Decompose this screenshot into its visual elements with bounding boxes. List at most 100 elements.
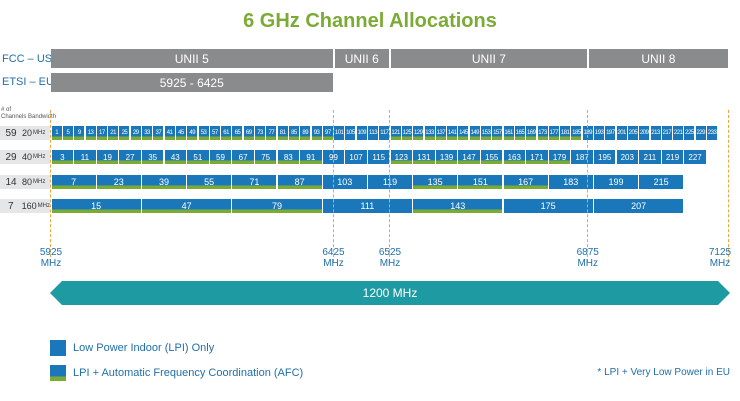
channels-bandwidth-header: # of Channels Bandwidth [1, 107, 56, 121]
channel-40mhz-107: 107 [345, 150, 367, 164]
channel-20mhz-93: 93 [311, 126, 322, 140]
channel-80mhz-183: 183 [548, 175, 593, 189]
channel-40mhz-115: 115 [368, 150, 390, 164]
channel-40mhz-211: 211 [639, 150, 661, 164]
channel-bandwidth: 80 [22, 177, 33, 187]
channel-20mhz-5: 5 [62, 126, 73, 140]
fcc-band-unii-5: UNII 5 [51, 49, 333, 68]
marker-unit: MHz [323, 258, 344, 269]
channel-20mhz-173: 173 [537, 126, 548, 140]
fcc-band-unii-7: UNII 7 [391, 49, 587, 68]
marker-value: 6425 [322, 247, 345, 258]
channel-160mhz-143: 143 [413, 199, 503, 213]
channel-40mhz-83: 83 [277, 150, 299, 164]
channel-20mhz-201: 201 [616, 126, 627, 140]
footnote: * LPI + Very Low Power in EU [597, 367, 730, 378]
channel-40mhz-35: 35 [142, 150, 164, 164]
channel-40mhz-155: 155 [481, 150, 503, 164]
channel-20mhz-117: 117 [379, 126, 390, 140]
channel-20mhz-125: 125 [401, 126, 412, 140]
channel-40mhz-43: 43 [164, 150, 186, 164]
span-arrow [50, 281, 730, 305]
channel-20mhz-137: 137 [435, 126, 446, 140]
channel-40mhz-91: 91 [300, 150, 322, 164]
channel-20mhz-169: 169 [526, 126, 537, 140]
channel-20mhz-29: 29 [130, 126, 141, 140]
channel-80mhz-39: 39 [142, 175, 186, 189]
channel-20mhz-25: 25 [119, 126, 130, 140]
marker-unit: MHz [40, 258, 62, 269]
channel-20mhz-49: 49 [187, 126, 198, 140]
legend-afc: LPI + Automatic Frequency Coordination (… [50, 365, 303, 381]
channel-20mhz-221: 221 [673, 126, 684, 140]
channel-80mhz-71: 71 [232, 175, 277, 189]
channel-160mhz-111: 111 [322, 199, 412, 213]
channel-80mhz-151: 151 [458, 175, 503, 189]
channel-20mhz-193: 193 [594, 126, 605, 140]
channel-20mhz-217: 217 [661, 126, 672, 140]
channel-20mhz-33: 33 [142, 126, 153, 140]
channel-80mhz-215: 215 [639, 175, 684, 189]
channel-20mhz-65: 65 [232, 126, 243, 140]
etsi-eu-label: ETSI – EU* [2, 76, 59, 88]
marker-unit: MHz [709, 258, 731, 269]
page-title: 6 GHz Channel Allocations [243, 10, 497, 32]
channel-80mhz-55: 55 [187, 175, 232, 189]
channel-40mhz-11: 11 [74, 150, 96, 164]
channel-20mhz-161: 161 [503, 126, 514, 140]
channel-bandwidth: 40 [22, 152, 33, 162]
marker-value: 6875 [576, 247, 599, 258]
channel-20mhz-45: 45 [175, 126, 186, 140]
channel-20mhz-1: 1 [51, 126, 62, 140]
channel-40mhz-163: 163 [503, 150, 525, 164]
channel-20mhz-225: 225 [684, 126, 695, 140]
channel-count: 14 [5, 176, 17, 188]
channel-40mhz-171: 171 [526, 150, 548, 164]
channel-bandwidth: 20 [22, 128, 33, 138]
channel-bandwidth: 160 [21, 201, 37, 211]
channel-20mhz-81: 81 [277, 126, 288, 140]
header-line-2: Channels Bandwidth [1, 114, 57, 120]
span-label: 1200 MHz [362, 286, 418, 300]
channel-20mhz-185: 185 [571, 126, 582, 140]
channel-20mhz-213: 213 [650, 126, 661, 140]
channel-160mhz-47: 47 [142, 199, 232, 213]
channel-40mhz-139: 139 [435, 150, 458, 164]
channel-20mhz-153: 153 [481, 126, 492, 140]
channel-20mhz-61: 61 [221, 126, 232, 140]
marker-line-6425 [332, 110, 334, 262]
bandwidth-unit: MHz [33, 179, 46, 185]
marker-line-7125 [728, 110, 729, 262]
channel-20mhz-229: 229 [695, 126, 706, 140]
channel-80mhz-87: 87 [277, 175, 322, 189]
channel-count: 59 [5, 127, 17, 139]
channel-20mhz-69: 69 [243, 126, 254, 140]
marker-value: 6525 [378, 247, 402, 258]
channel-80mhz-23: 23 [96, 175, 141, 189]
channel-20mhz-157: 157 [492, 126, 503, 140]
legend-lpi: Low Power Indoor (LPI) Only [50, 340, 214, 356]
channel-80mhz-135: 135 [413, 175, 458, 189]
channel-20mhz-101: 101 [334, 126, 345, 140]
channel-20mhz-53: 53 [198, 126, 209, 140]
channel-40mhz-3: 3 [51, 150, 73, 164]
channel-20mhz-233: 233 [707, 126, 718, 140]
channel-20mhz-21: 21 [108, 126, 119, 140]
marker-value: 7125 [708, 247, 732, 258]
channel-20mhz-149: 149 [469, 126, 480, 140]
fcc-usa-label: FCC – USA [2, 53, 60, 65]
legend-lpi-swatch [50, 340, 66, 356]
channel-20mhz-57: 57 [209, 126, 220, 140]
channel-20mhz-181: 181 [560, 126, 571, 140]
channel-40mhz-19: 19 [96, 150, 119, 164]
marker-line-6875 [586, 110, 588, 262]
channel-40mhz-123: 123 [390, 150, 412, 164]
channel-40mhz-27: 27 [119, 150, 141, 164]
channel-20mhz-133: 133 [424, 126, 435, 140]
